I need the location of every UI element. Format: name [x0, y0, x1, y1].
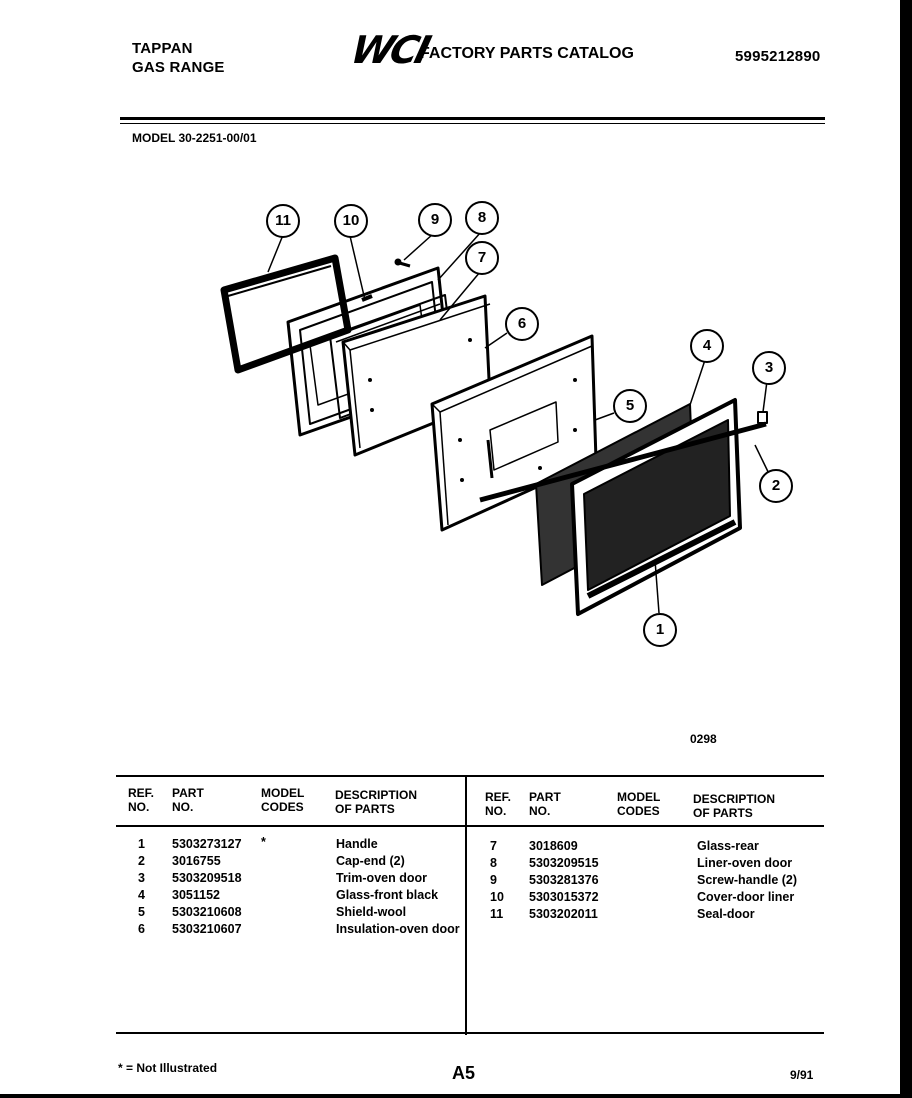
right-desc-column: Glass-rear Liner-oven door Screw-handle …: [697, 838, 797, 923]
table-cell-ref: 3: [138, 871, 145, 885]
table-cell-part: 5303210607: [172, 922, 242, 936]
table-cell-ref: 7: [490, 839, 497, 853]
table-cell-part: 5303202011: [529, 907, 598, 921]
callout-10: 10: [334, 204, 368, 238]
callout-4: 4: [690, 329, 724, 363]
scan-border-right: [900, 0, 912, 1098]
table-cell-ref: 6: [138, 922, 145, 936]
left-model-column: *: [261, 834, 266, 851]
table-cell-ref: 10: [490, 890, 504, 904]
table-cell-part: 5303209515: [529, 856, 599, 870]
left-part-column: 5303273127 3016755 5303209518 3051152 53…: [172, 836, 242, 938]
callout-3: 3: [752, 351, 786, 385]
table-cell-description: Liner-oven door: [697, 856, 793, 870]
right-ref-column: 7 8 9 10 11: [490, 838, 504, 923]
right-part-column: 3018609 5303209515 5303281376 5303015372…: [529, 838, 599, 923]
part-3-cap-end: [757, 411, 768, 424]
left-desc-column: Handle Cap-end (2) Trim-oven door Glass-…: [336, 836, 460, 938]
callout-9: 9: [418, 203, 452, 237]
header-model-codes-right: MODEL CODES: [617, 790, 661, 818]
callout-8: 8: [465, 201, 499, 235]
header-ref-no: REF. NO.: [128, 786, 155, 814]
table-cell-part: 3051152: [172, 888, 220, 902]
part-11-seal-door: [220, 254, 352, 374]
table-cell-part: 3016755: [172, 854, 221, 868]
table-cell-part: 5303281376: [529, 873, 599, 887]
callout-1: 1: [643, 613, 677, 647]
header-description: DESCRIPTION OF PARTS: [335, 788, 418, 816]
table-cell-description: Glass-rear: [697, 839, 759, 853]
header-part-no: PART NO.: [172, 786, 204, 814]
table-bottom-rule: [116, 1032, 824, 1034]
table-cell-part: 5303209518: [172, 871, 242, 885]
header-rule-thin: [120, 123, 825, 124]
scan-border-bottom: [0, 1094, 912, 1098]
header-ref-no-right: REF. NO.: [485, 790, 512, 818]
table-cell-description: Handle: [336, 837, 378, 851]
table-cell-ref: 5: [138, 905, 145, 919]
part-1-trim-oven-door: [570, 398, 742, 616]
header-description-right: DESCRIPTION OF PARTS: [693, 792, 776, 820]
product-name: GAS RANGE: [132, 59, 225, 76]
catalog-title: FACTORY PARTS CATALOG: [420, 45, 634, 62]
table-cell-description: Cover-door liner: [697, 890, 795, 904]
table-cell-description: Seal-door: [697, 907, 755, 921]
table-divider: [465, 775, 467, 1035]
header-part-no-right: PART NO.: [529, 790, 561, 818]
table-cell-ref: 1: [138, 837, 145, 851]
revision-date: 9/91: [790, 1068, 814, 1082]
table-top-rule: [116, 775, 824, 777]
header-rule: [120, 117, 825, 120]
table-cell-part: 5303273127: [172, 837, 242, 851]
table-cell-ref: 8: [490, 856, 497, 870]
not-illustrated-note: * = Not Illustrated: [118, 1061, 218, 1075]
table-cell-description: Screw-handle (2): [697, 873, 798, 887]
table-cell-model-code: *: [261, 835, 266, 849]
catalog-number: 5995212890: [735, 48, 821, 65]
part-2-handle: [479, 421, 767, 503]
diagram-code: 0298: [690, 732, 717, 746]
table-cell-ref: 11: [490, 907, 504, 921]
table-header-rule: [116, 825, 824, 827]
oven-door-exploded-diagram: [220, 231, 775, 616]
table-cell-ref: 2: [138, 854, 145, 868]
table-cell-description: Glass-front black: [336, 888, 439, 902]
table-cell-description: Trim-oven door: [336, 871, 427, 885]
brand-name: TAPPAN: [132, 40, 193, 57]
left-ref-column: 1 2 3 4 5 6: [138, 836, 145, 938]
callout-5: 5: [613, 389, 647, 423]
table-cell-part: 5303210608: [172, 905, 242, 919]
callout-7: 7: [465, 241, 499, 275]
table-cell-ref: 4: [138, 888, 145, 902]
part-9-screw: [394, 258, 411, 268]
callout-6: 6: [505, 307, 539, 341]
model-number: MODEL 30-2251-00/01: [132, 131, 257, 145]
table-cell-description: Insulation-oven door: [336, 922, 460, 936]
table-cell-part: 3018609: [529, 839, 578, 853]
table-cell-ref: 9: [490, 873, 497, 887]
page-number: A5: [452, 1063, 476, 1083]
table-cell-part: 5303015372: [529, 890, 599, 904]
callout-2: 2: [759, 469, 793, 503]
header-model-codes: MODEL CODES: [261, 786, 305, 814]
table-cell-description: Shield-wool: [336, 905, 407, 919]
callout-11: 11: [266, 204, 300, 238]
table-cell-description: Cap-end (2): [336, 854, 405, 868]
